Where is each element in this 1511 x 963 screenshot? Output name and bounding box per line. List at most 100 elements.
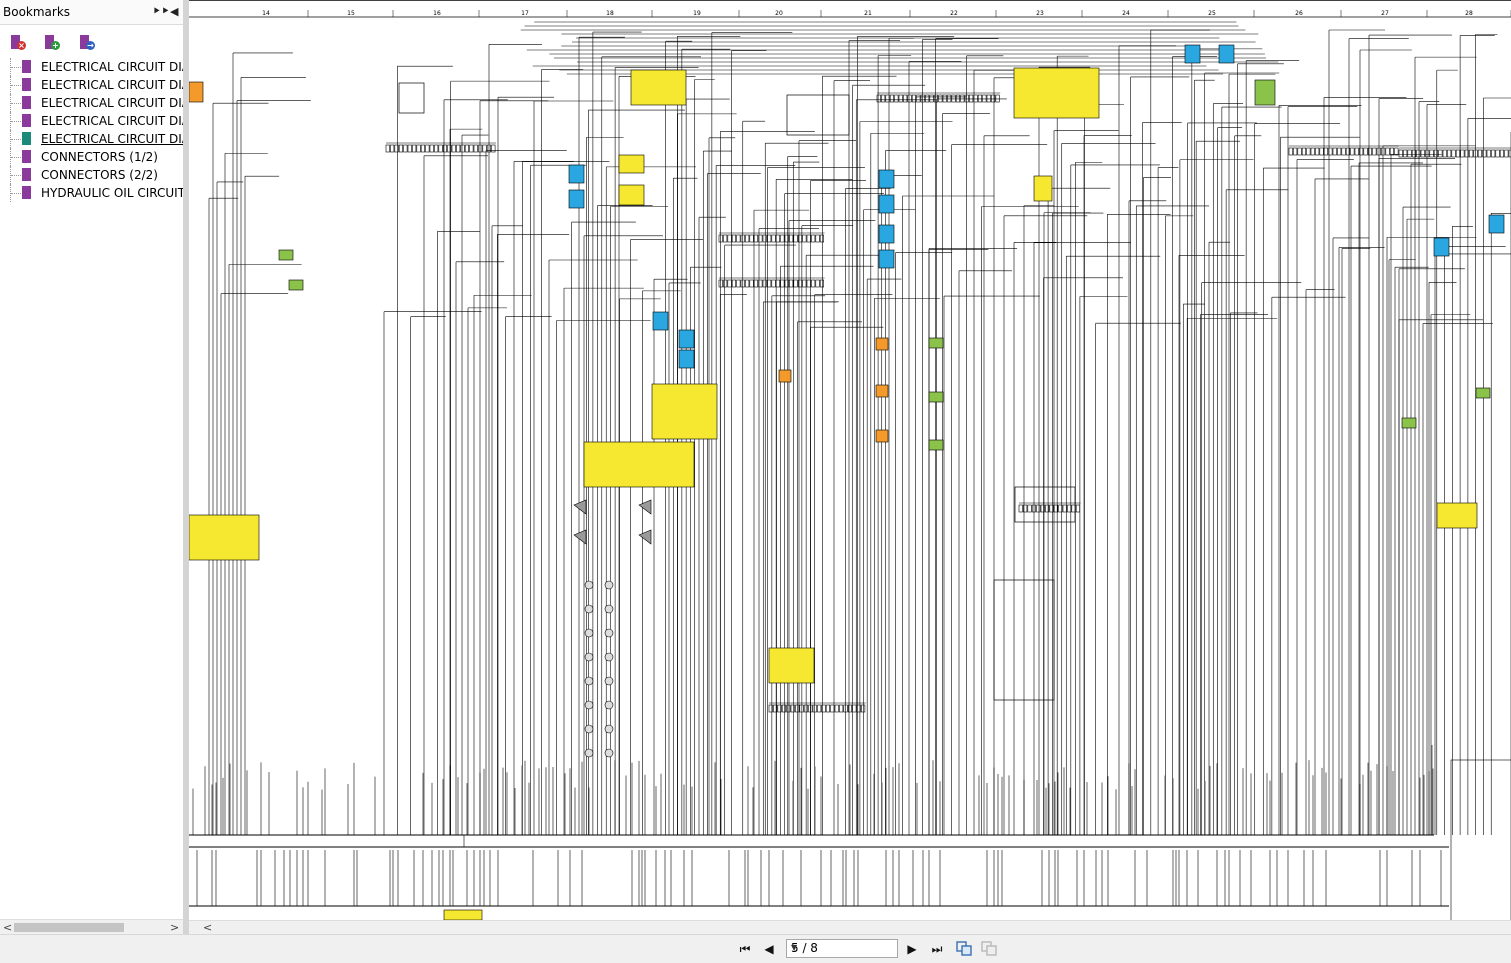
first-page-button[interactable]: ⏮ bbox=[739, 942, 751, 956]
sensor-block bbox=[1218, 44, 1235, 64]
last-page-button[interactable]: ⏭ bbox=[931, 942, 943, 956]
column-number: 28 bbox=[1465, 10, 1473, 17]
indicator-block bbox=[875, 429, 889, 443]
column-number: 20 bbox=[775, 10, 783, 17]
bookmark-icon bbox=[22, 114, 31, 130]
bookmark-label: ELECTRICAL CIRCUIT DIA bbox=[41, 60, 183, 74]
indicator-block bbox=[875, 384, 889, 398]
page-navigation-bar: ⏮ ◀ 5 / 8 ▼ ▶ ⏭ bbox=[0, 934, 1511, 963]
next-page-button[interactable]: ▶ bbox=[907, 942, 917, 956]
bookmark-item-selected[interactable]: ELECTRICAL CIRCUIT DIA bbox=[0, 130, 183, 148]
panel-splitter[interactable] bbox=[183, 0, 189, 934]
indicator-block bbox=[875, 337, 889, 351]
bookmark-item[interactable]: ELECTRICAL CIRCUIT DIA bbox=[0, 94, 183, 112]
scroll-right-arrow-icon[interactable]: > bbox=[170, 921, 180, 934]
bookmark-icon bbox=[22, 60, 31, 76]
bookmark-label: HYDRAULIC OIL CIRCUIT bbox=[41, 186, 183, 200]
switch-block bbox=[928, 337, 944, 349]
wiring-diagram: 14 15 16 17 18 19 20 21 22 23 24 25 26 27 28 bbox=[189, 0, 1511, 920]
switch-block bbox=[278, 249, 294, 261]
next-view-icon[interactable] bbox=[981, 941, 997, 956]
chevron-down-icon[interactable]: ▼ bbox=[791, 943, 798, 952]
add-bookmark-icon[interactable]: + bbox=[44, 35, 60, 53]
bookmark-label: CONNECTORS (1/2) bbox=[41, 150, 158, 164]
relay-block bbox=[1013, 67, 1100, 119]
sensor-block bbox=[1184, 44, 1201, 64]
column-number: 14 bbox=[262, 10, 270, 17]
sensor-block bbox=[678, 329, 695, 349]
bookmark-item[interactable]: ELECTRICAL CIRCUIT DIA bbox=[0, 76, 183, 94]
column-number: 18 bbox=[606, 10, 614, 17]
switch-block bbox=[1401, 417, 1417, 429]
column-number-ruler: 14 15 16 17 18 19 20 21 22 23 24 25 26 27 28 bbox=[189, 0, 1511, 18]
sensor-block bbox=[878, 169, 895, 189]
switch-block bbox=[288, 279, 304, 291]
bookmark-label: ELECTRICAL CIRCUIT DIA bbox=[41, 132, 183, 146]
bookmark-label: ELECTRICAL CIRCUIT DIA bbox=[41, 114, 183, 128]
panel-options-icon[interactable]: ⯈⯈ bbox=[152, 5, 170, 18]
bookmark-icon bbox=[22, 132, 31, 148]
bookmark-icon bbox=[22, 150, 31, 166]
scrollbar-thumb[interactable] bbox=[14, 923, 124, 932]
bookmark-item[interactable]: HYDRAULIC OIL CIRCUIT bbox=[0, 184, 183, 202]
page-number-value: 5 / 8 bbox=[791, 941, 818, 955]
previous-page-button[interactable]: ◀ bbox=[764, 942, 774, 956]
relay-block bbox=[1033, 175, 1053, 202]
column-number: 16 bbox=[433, 10, 441, 17]
sensor-block bbox=[568, 164, 585, 184]
viewer-horizontal-scrollbar[interactable]: < bbox=[189, 920, 1511, 935]
bookmarks-header: Bookmarks ⯈⯈ ◀ bbox=[0, 0, 183, 25]
scroll-left-arrow-icon[interactable]: < bbox=[203, 921, 213, 934]
bookmark-list: ELECTRICAL CIRCUIT DIA ELECTRICAL CIRCUI… bbox=[0, 58, 183, 202]
expand-bookmark-icon[interactable]: → bbox=[79, 35, 95, 53]
sensor-block bbox=[568, 189, 585, 209]
component-blocks bbox=[189, 44, 1505, 920]
sensor-block bbox=[878, 194, 895, 214]
column-number: 19 bbox=[693, 10, 701, 17]
bookmark-label: ELECTRICAL CIRCUIT DIA bbox=[41, 96, 183, 110]
column-number: 24 bbox=[1122, 10, 1130, 17]
wire-lines bbox=[189, 21, 1511, 920]
bookmark-icon bbox=[22, 186, 31, 202]
sensor-block bbox=[1488, 214, 1505, 234]
sensor-block bbox=[1254, 79, 1276, 106]
relay-block bbox=[583, 441, 695, 488]
column-number: 22 bbox=[950, 10, 958, 17]
relay-block bbox=[1436, 502, 1478, 529]
document-viewer[interactable]: 14 15 16 17 18 19 20 21 22 23 24 25 26 27 28 bbox=[189, 0, 1511, 920]
sensor-block bbox=[878, 249, 895, 269]
column-number: 27 bbox=[1381, 10, 1389, 17]
scroll-left-arrow-icon[interactable]: < bbox=[3, 921, 13, 934]
previous-view-icon[interactable] bbox=[956, 941, 972, 956]
bookmark-item[interactable]: ELECTRICAL CIRCUIT DIA bbox=[0, 112, 183, 130]
relay-block bbox=[630, 69, 687, 106]
column-number: 26 bbox=[1295, 10, 1303, 17]
bookmarks-toolbar: × + → bbox=[0, 25, 183, 59]
switch-block bbox=[1475, 387, 1491, 399]
relay-block bbox=[651, 383, 718, 440]
switch-block bbox=[189, 81, 204, 103]
collapse-panel-icon[interactable]: ◀ bbox=[170, 5, 179, 18]
sensor-block bbox=[878, 224, 895, 244]
bookmark-item[interactable]: ELECTRICAL CIRCUIT DIA bbox=[0, 58, 183, 76]
sensor-block bbox=[678, 349, 695, 369]
switch-block bbox=[928, 391, 944, 403]
column-number: 23 bbox=[1036, 10, 1044, 17]
delete-bookmark-icon[interactable]: × bbox=[10, 35, 26, 53]
bookmark-item[interactable]: CONNECTORS (1/2) bbox=[0, 148, 183, 166]
column-number: 17 bbox=[521, 10, 529, 17]
bookmark-item[interactable]: CONNECTORS (2/2) bbox=[0, 166, 183, 184]
bookmark-icon bbox=[22, 78, 31, 94]
page-number-field[interactable]: 5 / 8 ▼ bbox=[786, 939, 898, 958]
switch-block bbox=[928, 439, 944, 451]
relay-block bbox=[618, 154, 645, 174]
sensor-block bbox=[652, 311, 669, 331]
column-number: 25 bbox=[1208, 10, 1216, 17]
column-number: 15 bbox=[347, 10, 355, 17]
bookmark-icon bbox=[22, 168, 31, 184]
relay-block bbox=[189, 514, 260, 561]
bookmark-icon bbox=[22, 96, 31, 112]
sidebar-horizontal-scrollbar[interactable]: < > bbox=[0, 919, 183, 935]
bookmarks-panel: Bookmarks ⯈⯈ ◀ × + → ELECTRICAL CIRCUIT … bbox=[0, 0, 184, 935]
column-number: 21 bbox=[864, 10, 872, 17]
